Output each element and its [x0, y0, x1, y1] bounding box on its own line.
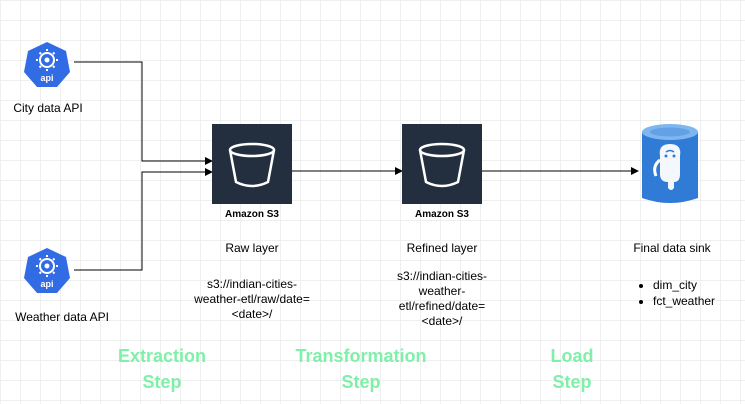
weather-api-to-raw-arrow — [74, 168, 213, 271]
raw-layer-path: s3://indian-cities- weather-etl/raw/date… — [192, 277, 312, 322]
raw-layer-label: Raw layer — [225, 241, 279, 255]
city-api-to-raw-arrow — [74, 61, 213, 165]
postgresql-database-icon — [642, 124, 698, 203]
api-hexagon-icon: api — [24, 42, 70, 87]
final-sink-node[interactable] — [640, 122, 700, 208]
api-icon-text: api — [40, 279, 53, 289]
load-step-label: Load Step — [522, 343, 622, 395]
path-line: etl/refined/date= — [398, 299, 486, 313]
step-line: Transformation — [295, 346, 427, 366]
path-line: weather-etl/raw/date= — [194, 292, 310, 306]
raw-s3-caption: Amazon S3 — [225, 209, 279, 220]
list-item: dim_city — [653, 277, 715, 293]
refined-layer-label: Refined layer — [406, 241, 478, 255]
api-hexagon-icon: api — [24, 248, 70, 293]
path-line: s3://indian-cities- — [396, 269, 488, 283]
step-line: Step — [341, 372, 381, 392]
final-sink-label: Final data sink — [633, 241, 711, 255]
city-api-node[interactable]: api — [22, 40, 72, 90]
city-api-label: City data API — [13, 101, 83, 115]
path-line: weather- — [418, 284, 466, 298]
path-line: <date>/ — [231, 307, 273, 321]
list-item: fct_weather — [653, 293, 715, 309]
sink-table-list: dim_city fct_weather — [637, 277, 715, 309]
refined-s3-node[interactable] — [402, 124, 482, 204]
path-line: <date>/ — [421, 314, 463, 328]
refined-s3-caption: Amazon S3 — [415, 209, 469, 220]
step-line: Load — [550, 346, 594, 366]
raw-s3-node[interactable] — [212, 124, 292, 204]
step-line: Step — [142, 372, 182, 392]
path-line: s3://indian-cities- — [206, 277, 298, 291]
step-line: Extraction — [117, 346, 207, 366]
api-icon-text: api — [40, 73, 53, 83]
refined-layer-path: s3://indian-cities- weather- etl/refined… — [382, 269, 502, 329]
extraction-step-label: Extraction Step — [92, 343, 232, 395]
weather-api-node[interactable]: api — [22, 246, 72, 296]
s3-bucket-icon — [418, 142, 466, 188]
transformation-step-label: Transformation Step — [276, 343, 446, 395]
step-line: Step — [552, 372, 592, 392]
weather-api-label: Weather data API — [15, 310, 109, 324]
s3-bucket-icon — [228, 142, 276, 188]
